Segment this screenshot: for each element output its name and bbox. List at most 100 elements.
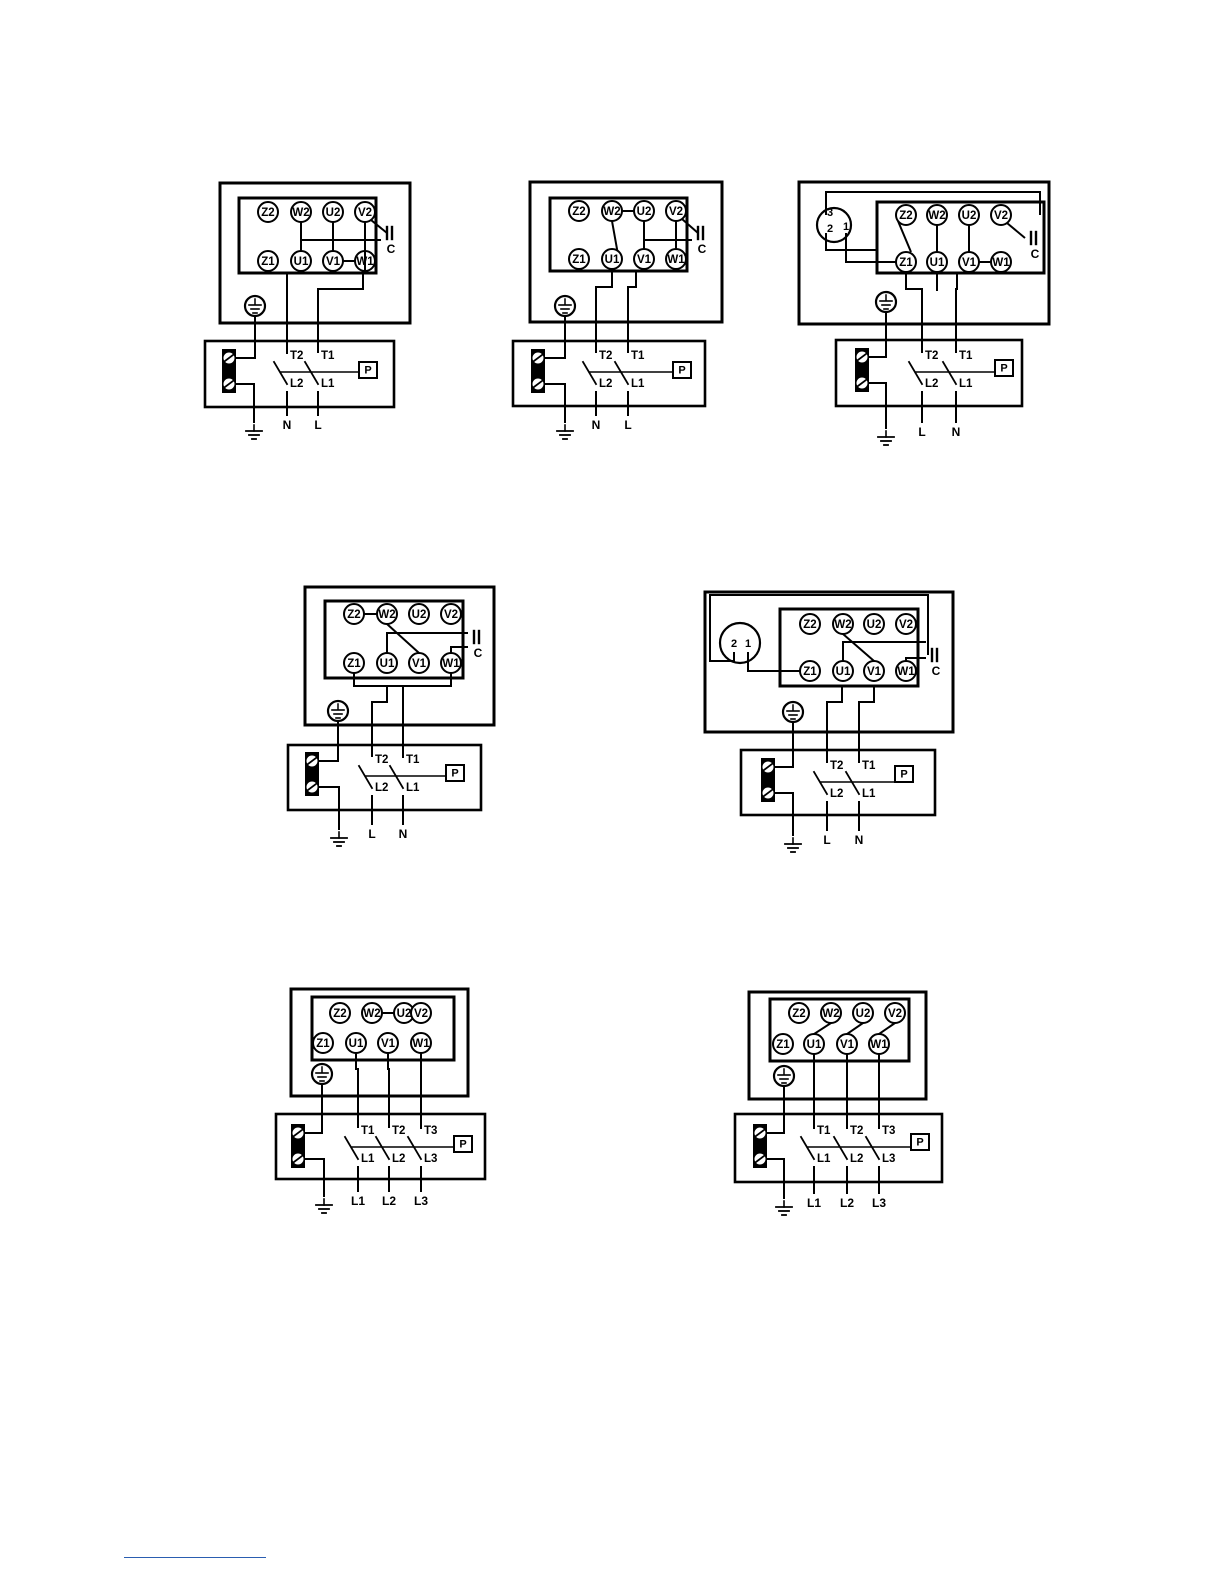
terminal-u2: U2 — [958, 204, 980, 226]
terminal-v1: V1 — [322, 250, 344, 272]
terminal-label: U1 — [380, 658, 395, 670]
terminal-label: Z2 — [899, 210, 912, 222]
supply-label: N — [399, 827, 408, 841]
motor-housing — [703, 590, 955, 734]
wire — [775, 792, 794, 836]
control-frame — [203, 339, 396, 409]
terminal-ring — [322, 250, 344, 272]
terminal-z1: Z1 — [799, 660, 821, 682]
terminal-ring — [788, 1002, 810, 1024]
terminal-ring — [440, 652, 462, 674]
internal-wiring — [353, 613, 468, 687]
terminal-u1: U1 — [803, 1033, 825, 1055]
terminal-label: Z2 — [333, 1008, 346, 1020]
terminal-w2: W2 — [376, 603, 398, 625]
earth-ground-icon — [310, 1062, 334, 1086]
terminal-label: U1 — [294, 256, 309, 268]
earth-ground-icon — [784, 837, 802, 853]
screw-slot — [223, 353, 235, 363]
earth-ground-icon — [772, 1064, 796, 1088]
terminal-ring — [665, 248, 687, 270]
switch-terminal-label: T2 — [375, 754, 388, 766]
switch-terminal-label: T1 — [817, 1125, 831, 1137]
terminal-v1: V1 — [863, 660, 885, 682]
wire — [545, 383, 566, 423]
terminal-w2: W2 — [832, 613, 854, 635]
wire — [450, 646, 468, 653]
switch-terminal-label: T2 — [925, 350, 938, 362]
line-terminal-label: L1 — [361, 1153, 375, 1165]
pressure-box — [994, 359, 1014, 377]
capacitor-icon: C — [930, 647, 941, 678]
internal-wiring — [841, 632, 926, 663]
line-terminal-label: L1 — [321, 378, 335, 390]
terminal-board — [768, 997, 911, 1063]
terminal-ring — [440, 603, 462, 625]
supply-label: N — [283, 418, 292, 432]
pressure-box — [672, 361, 692, 379]
supply-label: L — [314, 418, 321, 432]
control-frame — [286, 743, 483, 812]
motor-frame — [289, 987, 470, 1098]
terminal-ring — [290, 250, 312, 272]
earth-ground-icon — [775, 1200, 793, 1216]
terminal-v2: V2 — [440, 603, 462, 625]
wire — [869, 382, 887, 429]
motor-housing — [797, 180, 1051, 326]
switch-terminal-label: T1 — [862, 760, 876, 772]
switch-terminal-label: T3 — [882, 1125, 895, 1137]
terminal-ring — [799, 660, 821, 682]
wire — [812, 1021, 833, 1036]
terminal-ring — [601, 200, 623, 222]
switch-terminal-label: T1 — [361, 1125, 375, 1137]
terminal-label: V2 — [669, 206, 683, 218]
pressure-switch-box: P — [358, 361, 378, 379]
pressure-box — [894, 765, 914, 783]
line-terminal-label: L2 — [925, 378, 938, 390]
motor-frame — [218, 181, 412, 325]
internal-wiring — [610, 210, 699, 251]
start-switch-icon — [406, 1135, 423, 1161]
earth-ground-icon — [556, 424, 574, 440]
supply-label: N — [592, 418, 601, 432]
pressure-switch-box: P — [994, 359, 1014, 377]
wire — [305, 1158, 325, 1197]
terminal-label: Z1 — [261, 256, 275, 268]
terminal-v1: V1 — [408, 652, 430, 674]
terminal-z1: Z1 — [312, 1032, 334, 1054]
terminal-ring — [408, 652, 430, 674]
terminal-ring — [926, 251, 948, 273]
terminal-label: Z2 — [347, 609, 360, 621]
motor-housing — [218, 181, 412, 325]
terminal-ring — [376, 652, 398, 674]
terminal-ring — [322, 201, 344, 223]
terminal-v1: V1 — [836, 1033, 858, 1055]
terminal-board — [548, 196, 689, 273]
motor-frame — [528, 180, 724, 324]
wire — [747, 652, 800, 672]
supply-label: L — [624, 418, 631, 432]
terminal-label: W2 — [834, 619, 851, 631]
relay-label: 2 — [731, 638, 737, 650]
wire — [897, 220, 912, 253]
terminal-label: V2 — [994, 210, 1008, 222]
pressure-box — [445, 764, 465, 782]
terminal-label: Z1 — [572, 254, 586, 266]
terminal-label: V1 — [326, 256, 341, 268]
control-frame — [274, 1112, 487, 1181]
start-switch-icon — [388, 764, 405, 790]
line-terminal-label: L2 — [599, 378, 612, 390]
wire — [319, 721, 339, 762]
terminal-u1: U1 — [601, 248, 623, 270]
terminal-label: V1 — [840, 1039, 855, 1051]
capacitor-label: C — [1031, 247, 1040, 261]
terminal-w1: W1 — [990, 251, 1012, 273]
terminal-label: V1 — [962, 257, 977, 269]
wire — [545, 316, 566, 359]
